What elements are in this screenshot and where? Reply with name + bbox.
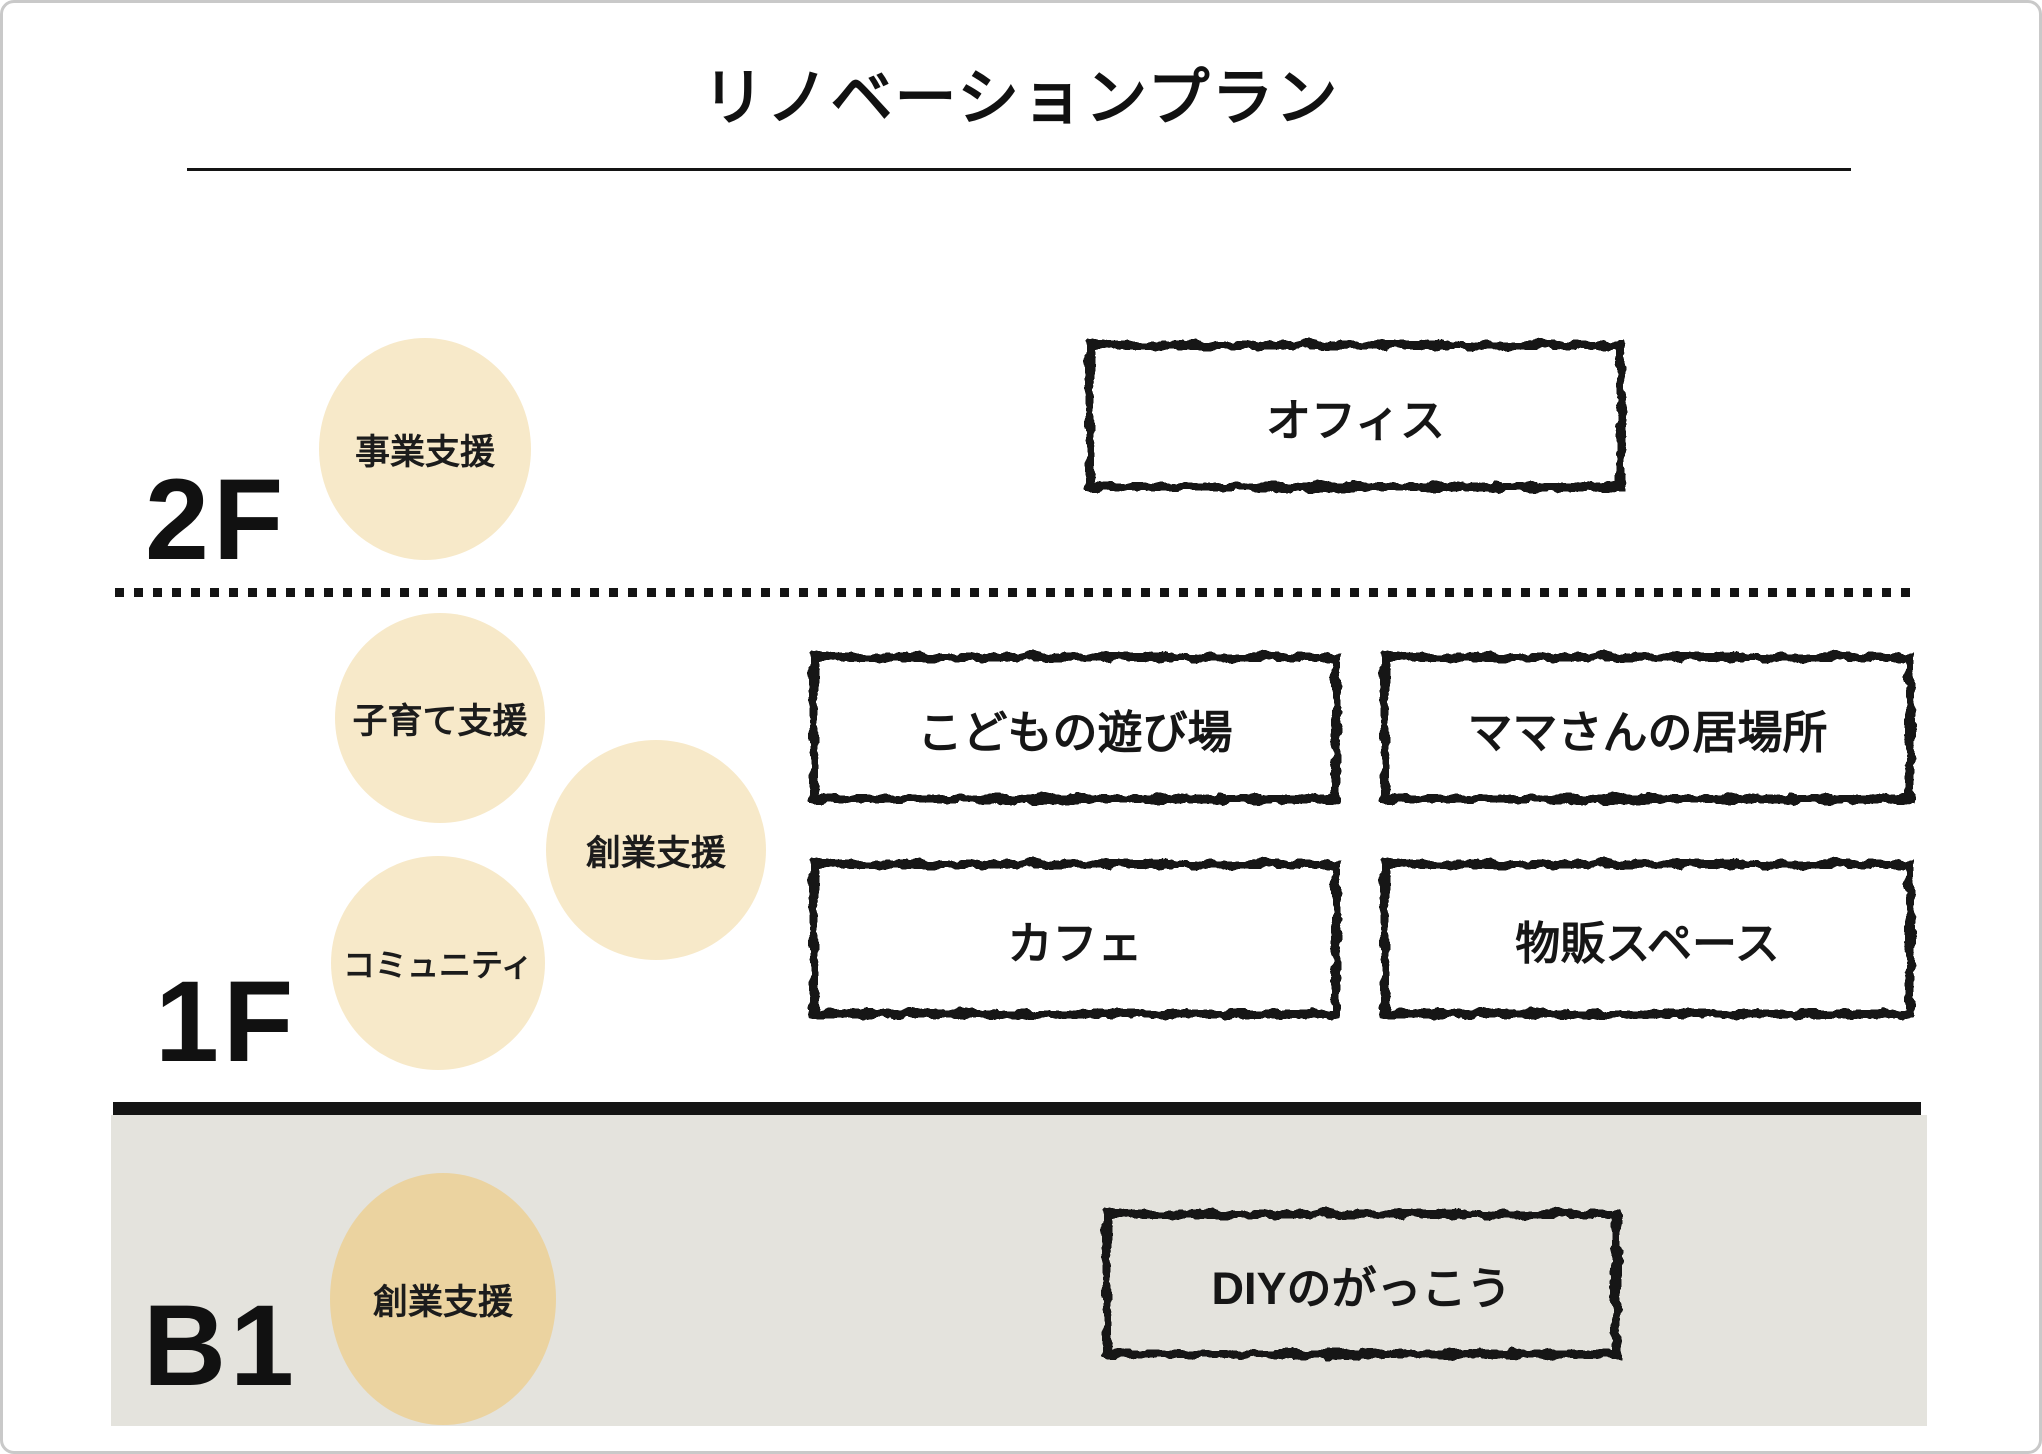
circle-label: 子育て支援 xyxy=(352,701,528,741)
sketchy-border xyxy=(809,859,1341,1019)
room-label: DIYのがっこう xyxy=(1211,1262,1512,1314)
circle-label: コミュニティ xyxy=(342,947,534,983)
circle-childcare-support: 子育て支援 xyxy=(335,613,545,823)
sketchy-border xyxy=(1085,340,1626,492)
page-title: リノベーションプラン xyxy=(702,64,1340,133)
circle-label: 事業支援 xyxy=(354,432,495,472)
room-retail-space: 物販スペース xyxy=(1376,855,1919,1023)
circle-community: コミュニティ xyxy=(331,856,545,1070)
circle-business-support-2f: 事業支援 xyxy=(319,338,531,560)
room-kids-play-area: こどもの遊び場 xyxy=(805,648,1345,808)
circle-label: 創業支援 xyxy=(372,1282,513,1322)
sketchy-border xyxy=(1380,859,1915,1019)
floor-label-1f: 1F xyxy=(155,958,298,1086)
sketchy-border xyxy=(1102,1209,1621,1359)
sketchy-border xyxy=(1380,652,1915,804)
divider-1f-b1 xyxy=(113,1102,1921,1115)
divider-2f-1f xyxy=(115,588,1919,597)
room-label: カフェ xyxy=(1007,917,1143,969)
room-diy-school: DIYのがっこう xyxy=(1098,1205,1625,1363)
floor-label-b1: B1 xyxy=(143,1282,299,1410)
room-label: ママさんの居場所 xyxy=(1467,706,1828,758)
room-label: オフィス xyxy=(1265,394,1446,446)
room-label: 物販スペース xyxy=(1515,917,1780,969)
title-underline xyxy=(187,168,1851,171)
sketchy-border xyxy=(809,652,1341,804)
circle-startup-support-b1: 創業支援 xyxy=(330,1173,556,1425)
room-moms-space: ママさんの居場所 xyxy=(1376,648,1919,808)
room-cafe: カフェ xyxy=(805,855,1345,1023)
floor-label-2f: 2F xyxy=(145,456,288,584)
room-label: こどもの遊び場 xyxy=(917,706,1233,758)
room-office: オフィス xyxy=(1081,336,1630,496)
circle-label: 創業支援 xyxy=(585,833,726,873)
circle-startup-support-1f: 創業支援 xyxy=(546,740,766,960)
